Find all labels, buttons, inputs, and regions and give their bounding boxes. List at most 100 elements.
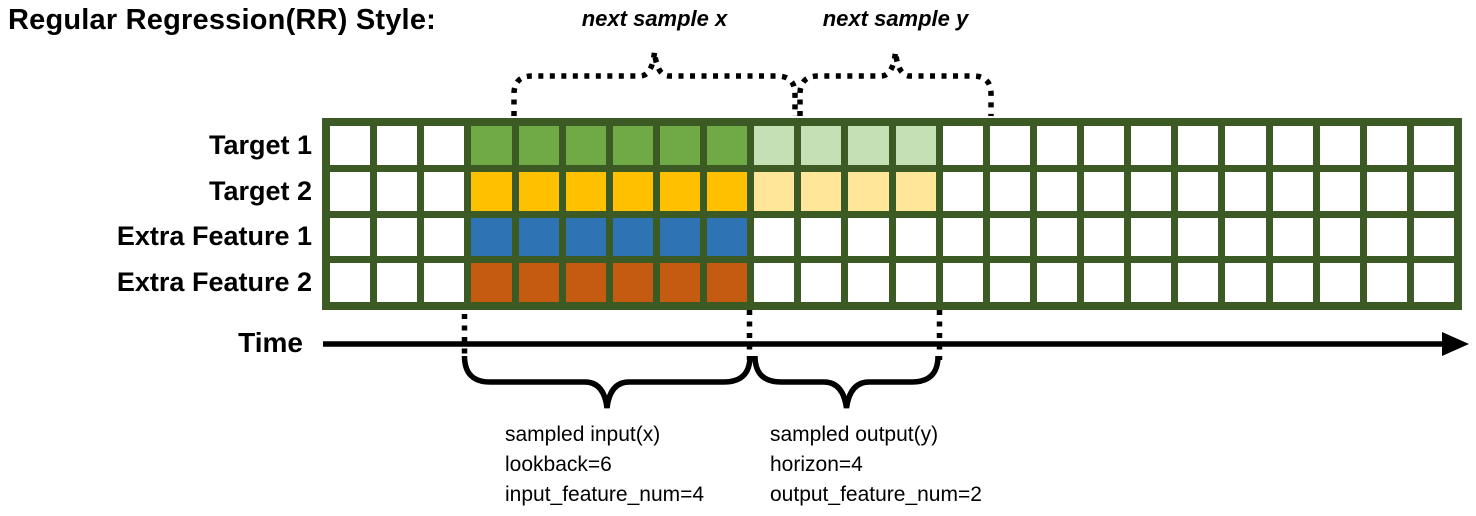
- grid-cell: [801, 217, 842, 257]
- grid-cell: [942, 217, 983, 257]
- grid-cell: [1131, 263, 1172, 302]
- grid-cell: [565, 171, 606, 211]
- grid-cell: [424, 126, 465, 165]
- row-label-extra-feature-1: Extra Feature 1: [116, 221, 312, 252]
- grid-cell: [801, 171, 842, 211]
- grid-cell: [1272, 126, 1313, 165]
- grid-cell: [612, 126, 653, 165]
- lookback-value: lookback=6: [505, 453, 612, 476]
- grid-cell: [1413, 217, 1454, 257]
- grid-cell: [1036, 217, 1077, 257]
- input-feature-num-value: input_feature_num=4: [505, 483, 705, 506]
- grid-cell: [1366, 217, 1407, 257]
- grid-cell: [1131, 217, 1172, 257]
- grid-cell: [1084, 171, 1125, 211]
- diagram-title: Regular Regression(RR) Style:: [8, 4, 436, 36]
- grid-cell: [1036, 126, 1077, 165]
- grid-cell: [1036, 263, 1077, 302]
- grid-cell: [1319, 171, 1360, 211]
- sampled-output-title: sampled output(y): [770, 423, 939, 446]
- grid-cell: [942, 263, 983, 302]
- sampled-input-underbrace: [461, 355, 753, 409]
- grid-cell: [565, 217, 606, 257]
- sampled-input-annotation: sampled input(x) lookback=6 input_featur…: [505, 420, 704, 510]
- grid-cell: [1131, 126, 1172, 165]
- grid-cell: [707, 263, 748, 302]
- sampled-output-underbrace: [752, 355, 941, 409]
- grid-cell: [754, 126, 795, 165]
- grid-cell: [707, 171, 748, 211]
- row-label-extra-feature-2: Extra Feature 2: [116, 267, 312, 298]
- grid-cell: [565, 263, 606, 302]
- grid-cell: [424, 263, 465, 302]
- grid-cell: [848, 171, 889, 211]
- grid-cell: [707, 126, 748, 165]
- grid-cell: [424, 171, 465, 211]
- grid-cell: [659, 263, 700, 302]
- grid-cell: [612, 217, 653, 257]
- next-sample-x-brace: [511, 51, 798, 116]
- grid-cell: [942, 126, 983, 165]
- grid-cell: [754, 263, 795, 302]
- grid-cell: [1225, 126, 1266, 165]
- sampled-input-title: sampled input(x): [505, 423, 661, 446]
- grid-cell: [754, 217, 795, 257]
- next-sample-y-brace: [797, 51, 994, 116]
- row-labels: Target 1 Target 2 Extra Feature 1 Extra …: [0, 126, 312, 302]
- grid-cell: [612, 171, 653, 211]
- grid-cell: [895, 171, 936, 211]
- grid-cell: [1036, 171, 1077, 211]
- grid-cell: [659, 171, 700, 211]
- grid-cell: [377, 217, 418, 257]
- grid-cell: [1084, 126, 1125, 165]
- grid-cell: [659, 217, 700, 257]
- grid-cell: [1319, 217, 1360, 257]
- grid-cell: [377, 263, 418, 302]
- sampled-output-annotation: sampled output(y) horizon=4 output_featu…: [770, 420, 982, 510]
- grid-cell: [989, 217, 1030, 257]
- grid-cell: [895, 263, 936, 302]
- grid-cell: [1366, 171, 1407, 211]
- grid-cell: [471, 171, 512, 211]
- grid-cell: [1319, 263, 1360, 302]
- grid-cell: [518, 126, 559, 165]
- grid-cell: [518, 263, 559, 302]
- grid-cell: [989, 263, 1030, 302]
- grid-cell: [612, 263, 653, 302]
- grid-cell: [1084, 217, 1125, 257]
- grid-cell: [659, 126, 700, 165]
- grid-cell: [471, 263, 512, 302]
- grid-cell: [518, 171, 559, 211]
- grid-cell: [330, 217, 371, 257]
- grid-cell: [989, 126, 1030, 165]
- row-label-target-2: Target 2: [208, 175, 312, 206]
- grid-cell: [707, 217, 748, 257]
- grid-cell: [1366, 126, 1407, 165]
- row-label-target-1: Target 1: [208, 129, 312, 160]
- grid-cell: [754, 171, 795, 211]
- grid-cell: [1225, 171, 1266, 211]
- horizon-value: horizon=4: [770, 453, 863, 476]
- grid-cell: [848, 217, 889, 257]
- grid-cell: [1225, 217, 1266, 257]
- next-sample-y-label: next sample y: [822, 6, 969, 31]
- grid-cell: [1225, 263, 1266, 302]
- grid-cell: [895, 126, 936, 165]
- grid-cell: [895, 217, 936, 257]
- grid-cell: [1178, 217, 1219, 257]
- grid-cell: [471, 126, 512, 165]
- sample-grid: [322, 118, 1462, 310]
- grid-cell: [1178, 263, 1219, 302]
- grid-cell: [1178, 171, 1219, 211]
- grid-cell: [848, 126, 889, 165]
- time-axis-arrowhead: [1442, 332, 1469, 356]
- grid-cell: [942, 171, 983, 211]
- grid-cell: [801, 263, 842, 302]
- time-axis-label: Time: [238, 327, 303, 358]
- grid-cell: [518, 217, 559, 257]
- grid-cell: [1272, 171, 1313, 211]
- grid-cell: [1084, 263, 1125, 302]
- grid-cell: [377, 126, 418, 165]
- grid-cell: [1272, 217, 1313, 257]
